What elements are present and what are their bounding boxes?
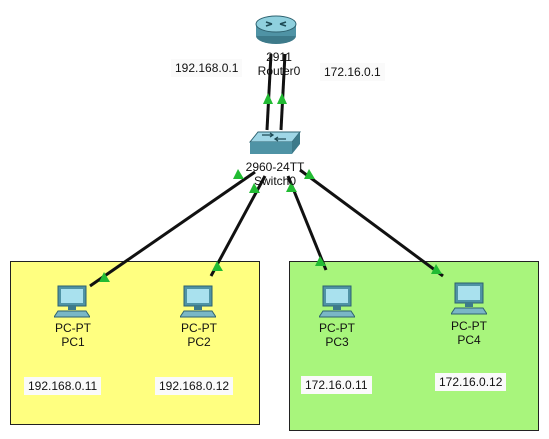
pc2-type: PC-PT xyxy=(181,321,217,335)
router-ip-right: 172.16.0.1 xyxy=(320,63,385,81)
pc4-type: PC-PT xyxy=(451,319,487,333)
link-up-indicator xyxy=(277,93,287,104)
pc3-label: PC-PT PC3 xyxy=(319,321,355,349)
network-zone-192-168 xyxy=(10,261,260,425)
switch-icon[interactable] xyxy=(248,130,302,160)
pc-icon[interactable] xyxy=(319,285,355,319)
pc-icon[interactable] xyxy=(54,285,90,319)
pc4-ip: 172.16.0.12 xyxy=(435,373,507,391)
pc4-name: PC4 xyxy=(457,333,481,347)
switch-label: 2960-24TT Switch0 xyxy=(246,160,305,188)
router-name: Router0 xyxy=(257,64,301,78)
router-label: 2911 Router0 xyxy=(258,50,301,78)
pc1-type: PC-PT xyxy=(55,321,91,335)
pc-icon[interactable] xyxy=(180,285,216,319)
pc1-ip: 192.168.0.11 xyxy=(24,377,102,395)
pc2-name: PC2 xyxy=(187,335,211,349)
link-up-indicator xyxy=(431,264,442,274)
link-up-indicator xyxy=(286,182,297,192)
link-switch-pc1[interactable] xyxy=(89,170,256,288)
pc2-label: PC-PT PC2 xyxy=(181,321,217,349)
link-up-indicator xyxy=(315,256,326,266)
link-up-indicator xyxy=(212,261,223,271)
pc3-type: PC-PT xyxy=(319,321,355,335)
link-up-indicator xyxy=(304,169,315,179)
switch-model: 2960-24TT xyxy=(245,160,305,174)
pc1-label: PC-PT PC1 xyxy=(55,321,91,349)
link-up-indicator xyxy=(263,93,273,104)
pc-icon[interactable] xyxy=(451,282,487,316)
router-model: 2911 xyxy=(266,50,292,64)
router-switch-link-2[interactable] xyxy=(279,53,287,131)
pc2-ip: 192.168.0.12 xyxy=(155,377,234,395)
pc3-ip: 172.16.0.11 xyxy=(301,376,372,394)
link-up-indicator xyxy=(99,272,110,282)
router-switch-link-1[interactable] xyxy=(265,53,273,131)
switch-name: Switch0 xyxy=(253,174,297,188)
link-up-indicator xyxy=(233,169,244,179)
router-icon[interactable] xyxy=(253,14,299,46)
router-ip-left: 192.168.0.1 xyxy=(171,59,243,77)
pc1-name: PC1 xyxy=(61,335,85,349)
link-up-indicator xyxy=(249,183,260,193)
link-switch-pc4[interactable] xyxy=(299,168,444,278)
pc3-name: PC3 xyxy=(325,335,349,349)
pc4-label: PC-PT PC4 xyxy=(451,319,487,347)
